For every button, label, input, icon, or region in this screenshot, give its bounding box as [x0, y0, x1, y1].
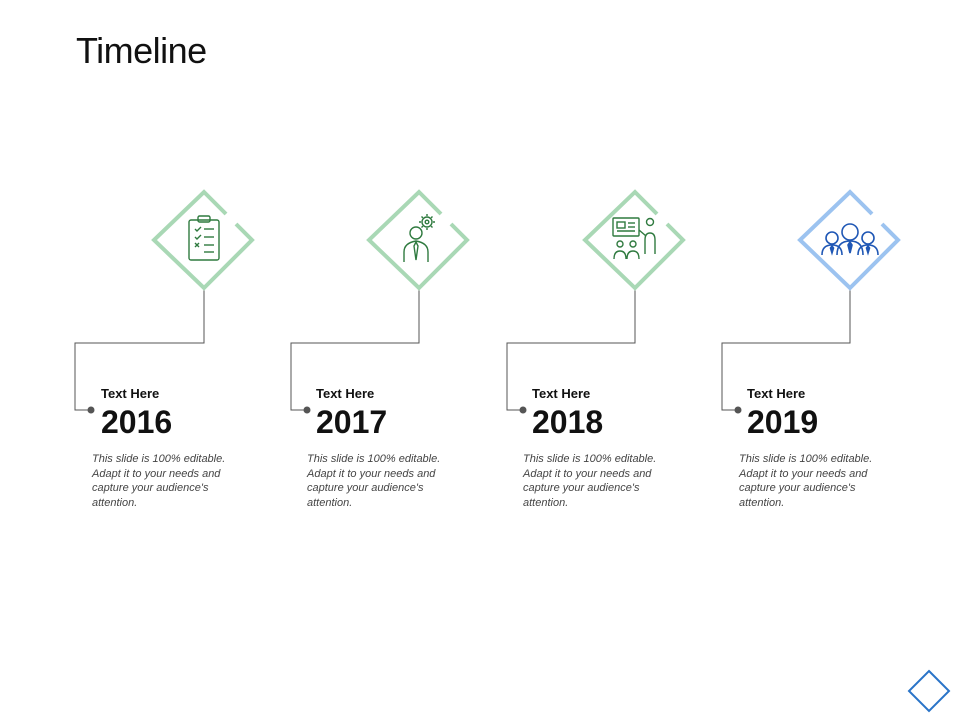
timeline-item-2016-graphic	[74, 189, 255, 414]
thinking-person-gear-icon	[403, 214, 435, 262]
connector-line	[506, 290, 636, 411]
team-people-icon	[821, 223, 879, 256]
item-label: Text Here	[316, 386, 375, 401]
presentation-board-icon	[612, 217, 656, 260]
checklist-clipboard-icon	[188, 215, 220, 261]
item-year: 2019	[747, 404, 819, 440]
item-description: This slide is 100% editable. Adapt it to…	[92, 453, 226, 509]
connector-line	[721, 290, 851, 411]
connector-dot	[303, 406, 311, 414]
item-label: Text Here	[532, 386, 591, 401]
slide-title: Timeline	[76, 30, 207, 71]
item-year: 2017	[316, 404, 388, 440]
corner-diamond-icon	[907, 669, 951, 713]
item-description: This slide is 100% editable. Adapt it to…	[307, 453, 441, 509]
timeline-item-2017-graphic	[290, 189, 470, 414]
item-year: 2018	[532, 404, 604, 440]
connector-line	[74, 290, 205, 411]
connector-dot	[734, 406, 742, 414]
diamond-frame	[151, 189, 255, 291]
timeline-item-2019-graphic	[721, 189, 901, 414]
connector-line	[290, 290, 420, 411]
item-description: This slide is 100% editable. Adapt it to…	[739, 453, 873, 509]
item-label: Text Here	[747, 386, 806, 401]
connector-dot	[87, 406, 95, 414]
diamond-frame	[582, 189, 686, 291]
item-year: 2016	[101, 404, 173, 440]
diamond-frame	[797, 189, 901, 291]
item-label: Text Here	[101, 386, 160, 401]
timeline-item-2018-graphic	[506, 189, 686, 414]
item-description: This slide is 100% editable. Adapt it to…	[523, 453, 657, 509]
connector-dot	[519, 406, 527, 414]
diamond-frame	[366, 189, 470, 291]
